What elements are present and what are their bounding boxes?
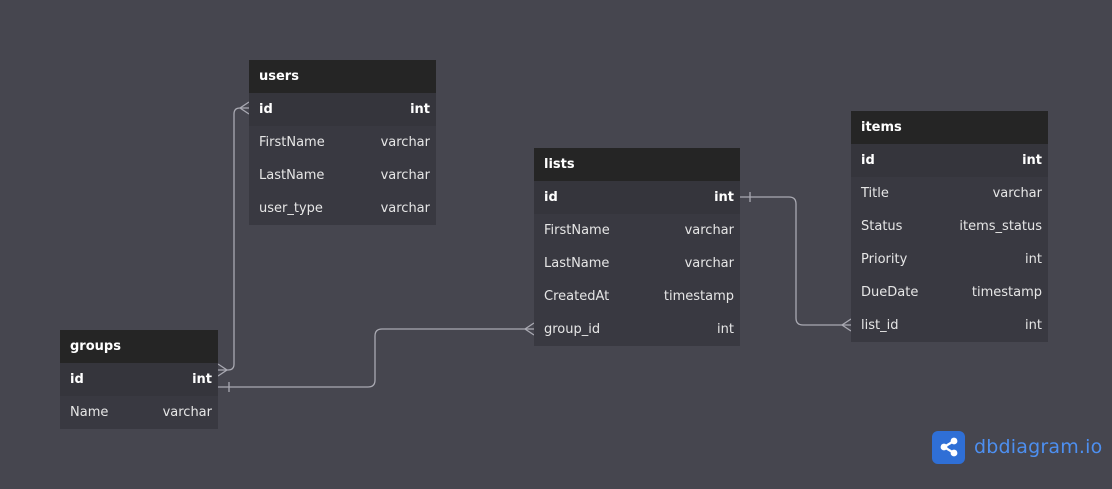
column-name: user_type: [259, 201, 323, 216]
column-row[interactable]: Title varchar: [851, 177, 1048, 210]
column-type: int: [192, 372, 212, 387]
column-name: id: [544, 190, 558, 205]
brand-name: dbdiagram.io: [974, 436, 1103, 458]
column-type: int: [714, 190, 734, 205]
relationship-groups-lists[interactable]: [218, 328, 534, 388]
table-header[interactable]: users: [249, 60, 436, 93]
column-row[interactable]: Status items_status: [851, 210, 1048, 243]
crow-foot-groups-id: [217, 363, 229, 377]
column-name: Title: [861, 186, 889, 201]
column-name: Priority: [861, 252, 908, 267]
table-header[interactable]: items: [851, 111, 1048, 144]
column-name: LastName: [544, 256, 610, 271]
table-lists[interactable]: lists id int FirstName varchar LastName …: [534, 148, 740, 346]
column-type: int: [717, 322, 734, 337]
column-type: timestamp: [663, 289, 734, 304]
column-row[interactable]: Name varchar: [60, 396, 218, 429]
column-name: id: [259, 102, 273, 117]
column-type: timestamp: [971, 285, 1042, 300]
relationship-lists-items[interactable]: [740, 196, 851, 326]
relationship-groups-users[interactable]: [218, 107, 249, 371]
column-row[interactable]: CreatedAt timestamp: [534, 280, 740, 313]
column-row[interactable]: list_id int: [851, 309, 1048, 342]
column-row[interactable]: id int: [534, 181, 740, 214]
column-row[interactable]: DueDate timestamp: [851, 276, 1048, 309]
column-type: int: [410, 102, 430, 117]
column-name: LastName: [259, 168, 325, 183]
column-type: varchar: [992, 186, 1042, 201]
column-type: varchar: [380, 135, 430, 150]
column-row[interactable]: id int: [249, 93, 436, 126]
column-type: int: [1025, 318, 1042, 333]
brand-logo[interactable]: dbdiagram.io: [932, 430, 1102, 464]
column-type: varchar: [380, 201, 430, 216]
crow-foot-lists-group-id: [523, 322, 535, 336]
crow-foot-items-list-id: [840, 318, 852, 332]
column-type: varchar: [162, 405, 212, 420]
column-row[interactable]: id int: [851, 144, 1048, 177]
column-name: DueDate: [861, 285, 919, 300]
crow-foot-users-id: [238, 101, 250, 115]
column-type: varchar: [380, 168, 430, 183]
column-name: Name: [70, 405, 109, 420]
column-type: int: [1022, 153, 1042, 168]
table-header[interactable]: groups: [60, 330, 218, 363]
table-users[interactable]: users id int FirstName varchar LastName …: [249, 60, 436, 225]
column-row[interactable]: LastName varchar: [249, 159, 436, 192]
column-name: group_id: [544, 322, 601, 337]
column-name: id: [861, 153, 875, 168]
column-row[interactable]: group_id int: [534, 313, 740, 346]
column-type: int: [1025, 252, 1042, 267]
column-row[interactable]: Priority int: [851, 243, 1048, 276]
share-nodes-icon: [932, 430, 965, 464]
column-row[interactable]: id int: [60, 363, 218, 396]
column-row[interactable]: FirstName varchar: [249, 126, 436, 159]
column-name: FirstName: [544, 223, 610, 238]
column-name: CreatedAt: [544, 289, 610, 304]
column-row[interactable]: LastName varchar: [534, 247, 740, 280]
column-type: items_status: [959, 219, 1042, 234]
table-items[interactable]: items id int Title varchar Status items_…: [851, 111, 1048, 342]
column-name: Status: [861, 219, 903, 234]
column-type: varchar: [684, 223, 734, 238]
column-name: FirstName: [259, 135, 325, 150]
column-row[interactable]: user_type varchar: [249, 192, 436, 225]
table-header[interactable]: lists: [534, 148, 740, 181]
column-name: list_id: [861, 318, 899, 333]
column-type: varchar: [684, 256, 734, 271]
column-name: id: [70, 372, 84, 387]
column-row[interactable]: FirstName varchar: [534, 214, 740, 247]
table-groups[interactable]: groups id int Name varchar: [60, 330, 218, 429]
